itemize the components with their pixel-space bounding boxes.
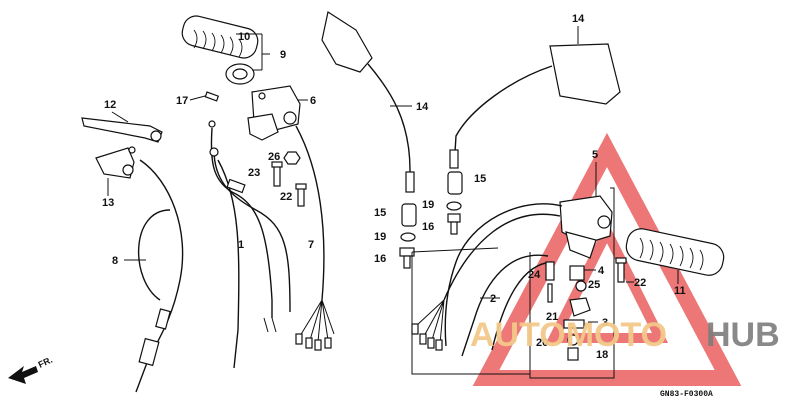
callout-9: 9 [280, 49, 286, 61]
throttle-grip-left [181, 15, 259, 85]
mirror-adapter-left [399, 203, 417, 269]
callout-19-left: 19 [374, 231, 386, 243]
throttle-grip-right [625, 228, 725, 276]
callout-6: 6 [310, 95, 316, 107]
switch-housing-right [559, 195, 613, 259]
lever-bracket [95, 146, 136, 179]
callout-1: 1 [238, 239, 244, 251]
callout-15-right: 15 [474, 173, 486, 185]
front-direction-arrow [8, 366, 38, 384]
watermark-text-automoto: AUTOMOTO [470, 316, 667, 354]
nut-26 [283, 151, 301, 165]
front-direction-label: FR. [37, 355, 54, 370]
throttle-cables [208, 120, 291, 369]
callout-18: 18 [596, 349, 608, 361]
callout-4: 4 [598, 265, 605, 277]
callout-11: 11 [674, 285, 686, 297]
callout-7: 7 [308, 239, 314, 251]
callout-22-right: 22 [634, 277, 646, 289]
callout-13: 13 [102, 197, 114, 209]
callout-15-left: 15 [374, 207, 386, 219]
callout-24: 24 [528, 269, 541, 281]
mirror-left [321, 11, 415, 193]
throttle-pulley-parts [545, 257, 627, 361]
bolt-22-left [295, 183, 307, 207]
mirror-right [449, 43, 621, 169]
callout-25: 25 [588, 279, 600, 291]
clutch-cable [135, 159, 184, 393]
bolt-23 [271, 161, 283, 187]
callout-23: 23 [248, 167, 260, 179]
callout-3: 3 [602, 317, 608, 329]
callout-22-left: 22 [280, 191, 292, 203]
bolt-17 [189, 91, 220, 102]
watermark-text-hub: HUB [706, 316, 780, 354]
clutch-lever [81, 117, 163, 143]
callout-26: 26 [268, 151, 280, 163]
callout-14-left: 14 [416, 101, 429, 113]
callout-5: 5 [592, 149, 598, 161]
right-handlebar-wiring [411, 203, 563, 357]
callout-20: 20 [536, 337, 548, 349]
callout-12: 12 [104, 99, 116, 111]
callout-16-right: 16 [422, 221, 434, 233]
callout-8: 8 [112, 255, 118, 267]
callout-19-right: 19 [422, 199, 434, 211]
callout-10: 10 [238, 31, 250, 43]
callout-2: 2 [490, 293, 496, 305]
switch-housing-left [247, 85, 301, 141]
callout-21: 21 [546, 311, 558, 323]
diagram-code: GN83-F0300A [660, 390, 713, 399]
mirror-adapter-right [446, 171, 463, 235]
callout-17: 17 [176, 95, 188, 107]
switch-wire-harness [295, 125, 335, 351]
callout-16-left: 16 [374, 253, 386, 265]
callout-14-right: 14 [572, 13, 585, 25]
